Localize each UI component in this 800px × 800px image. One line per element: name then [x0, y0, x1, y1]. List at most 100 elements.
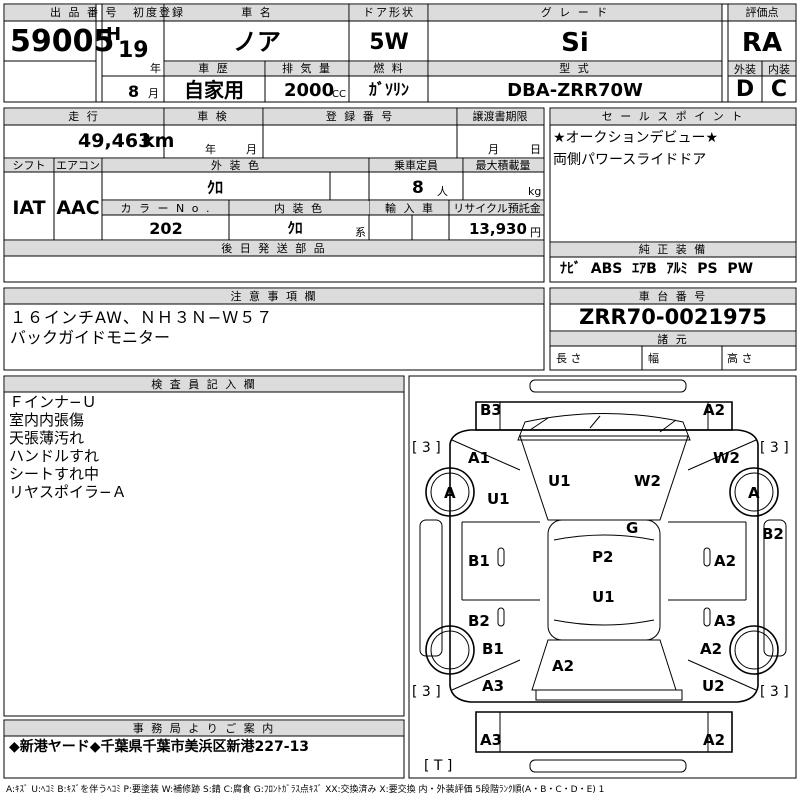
ac-label: エアコン	[56, 159, 100, 172]
capacity: 8	[412, 178, 424, 198]
damage-mark: B2	[468, 612, 490, 630]
damage-mark: A2	[700, 640, 723, 658]
registration-label: 登 録 番 号	[325, 110, 395, 123]
damage-mark: U1	[592, 588, 615, 606]
color-no-label: カ ラ ー N o .	[120, 202, 212, 215]
capacity-label: 乗車定員	[394, 159, 438, 172]
tire-tread-rear-right: [ 3 ]	[760, 684, 789, 700]
inspection-month-unit: 月	[246, 143, 257, 156]
max-load-label: 最大積載量	[475, 159, 531, 172]
door-type: 5W	[369, 30, 409, 55]
sales-point-1: ★オークションデビュー★	[553, 130, 719, 146]
exterior-label: 外装	[734, 63, 756, 76]
ext-color: ｸﾛ	[206, 178, 224, 197]
damage-mark: B1	[468, 552, 490, 570]
grade: Si	[561, 28, 589, 58]
tire-tread-front-left: [ 3 ]	[412, 440, 441, 456]
equipment-list: ﾅﾋﾞ ABS ｴｱB ｱﾙﾐ PS PW	[560, 261, 754, 277]
fuel-label: 燃 料	[373, 62, 405, 75]
damage-mark: A2	[552, 657, 575, 675]
car-diagram	[419, 379, 787, 773]
capacity-unit: 人	[437, 185, 448, 198]
first-reg-label: 初度登録	[133, 6, 185, 19]
month-unit: 月	[148, 87, 159, 100]
legend: A:ｷｽﾞ U:ﾍｺﾐ B:ｷｽﾞを伴うﾍｺﾐ P:要塗装 W:補修跡 S:錆 …	[6, 785, 605, 795]
lot-no: 59005	[10, 24, 115, 59]
score: RA	[741, 28, 783, 58]
inspector-line-3: 天張薄汚れ	[9, 429, 85, 447]
width-label: 幅	[648, 352, 659, 365]
interior-label: 内装	[768, 63, 790, 76]
tire-tread-rear-left: [ 3 ]	[412, 684, 441, 700]
history-label: 車 歴	[198, 62, 230, 75]
inspector-label: 検 査 員 記 入 欄	[151, 378, 257, 391]
ac: AAC	[56, 197, 100, 219]
chassis-label: 車 台 番 号	[638, 290, 708, 303]
mileage: 49,463	[78, 130, 152, 152]
note-line-2: バックガイドモニター	[10, 328, 171, 347]
notes-label: 注 意 事 項 欄	[230, 290, 318, 303]
recycle-unit: 円	[530, 226, 541, 239]
length-label: 長 さ	[556, 352, 582, 365]
model-label: 型 式	[559, 62, 591, 75]
equipment-label: 純 正 装 備	[638, 243, 708, 256]
door-label: ドア形状	[363, 6, 415, 19]
inspection-label: 車 検	[197, 110, 229, 123]
import-label: 輸 入 車	[385, 202, 435, 215]
car-name: ノア	[233, 28, 281, 56]
displacement: 2000	[284, 80, 335, 101]
car-name-label: 車 名	[241, 6, 273, 19]
interior-score: C	[770, 77, 788, 102]
inspector-line-2: 室内内張傷	[9, 411, 85, 429]
spare-tire: [ T ]	[424, 758, 453, 774]
office-text: ◆新港ヤード◆千葉県千葉市美浜区新港227-13	[9, 739, 310, 755]
transfer-day-unit: 日	[530, 143, 541, 156]
damage-mark: A1	[468, 449, 491, 467]
damage-mark: P2	[592, 548, 614, 566]
inspector-line-6: リヤスポイラ−Ａ	[9, 483, 127, 501]
damage-mark: B2	[762, 525, 784, 543]
tire-tread-front-right: [ 3 ]	[760, 440, 789, 456]
damage-mark: A	[748, 484, 760, 502]
max-load-unit: kg	[528, 185, 542, 198]
note-line-1: １６インチAW、ＮＨ３Ｎ−Ｗ５７	[10, 308, 274, 327]
mileage-unit: km	[142, 130, 175, 152]
lot-no-label: 出 品 番 号	[50, 6, 119, 19]
damage-mark: B1	[482, 640, 504, 658]
damage-mark: A2	[714, 552, 737, 570]
reg-month: 8	[128, 82, 140, 101]
inspector-line-5: シートすれ中	[9, 465, 100, 483]
shift: IAT	[12, 197, 46, 219]
damage-mark: A3	[714, 612, 737, 630]
fuel: ｶﾞｿﾘﾝ	[368, 80, 410, 99]
damage-mark: W2	[713, 449, 740, 467]
int-color: ｸﾛ	[287, 219, 303, 237]
mileage-label: 走 行	[68, 110, 100, 123]
year-unit: 年	[150, 62, 161, 75]
damage-mark: A	[444, 484, 456, 502]
damage-mark: A2	[703, 731, 726, 749]
transfer-month-unit: 月	[488, 143, 499, 156]
recycle-amount: 13,930	[469, 220, 527, 238]
model: DBA-ZRR70W	[507, 80, 643, 101]
damage-mark: A3	[482, 677, 505, 695]
score-label: 評価点	[745, 6, 779, 19]
inspection-year-unit: 年	[205, 143, 216, 156]
damage-mark: W2	[634, 472, 661, 490]
shift-label: シフト	[12, 159, 46, 172]
reg-year: 19	[118, 38, 149, 63]
recycle-label: リサイクル預託金	[453, 202, 541, 215]
era: H	[106, 24, 122, 45]
damage-mark: U1	[487, 490, 510, 508]
damage-mark: B3	[480, 401, 502, 419]
dims-label: 諸 元	[657, 333, 689, 346]
damage-mark: A2	[703, 401, 726, 419]
displacement-unit: CC	[332, 89, 346, 100]
inspector-line-1: Ｆインナ−Ｕ	[9, 393, 97, 411]
grade-label: グ レ ー ド	[540, 6, 610, 19]
damage-mark: U2	[702, 677, 725, 695]
sales-point-2: 両側パワースライドドア	[553, 152, 707, 168]
chassis-no: ZRR70-0021975	[579, 305, 767, 329]
